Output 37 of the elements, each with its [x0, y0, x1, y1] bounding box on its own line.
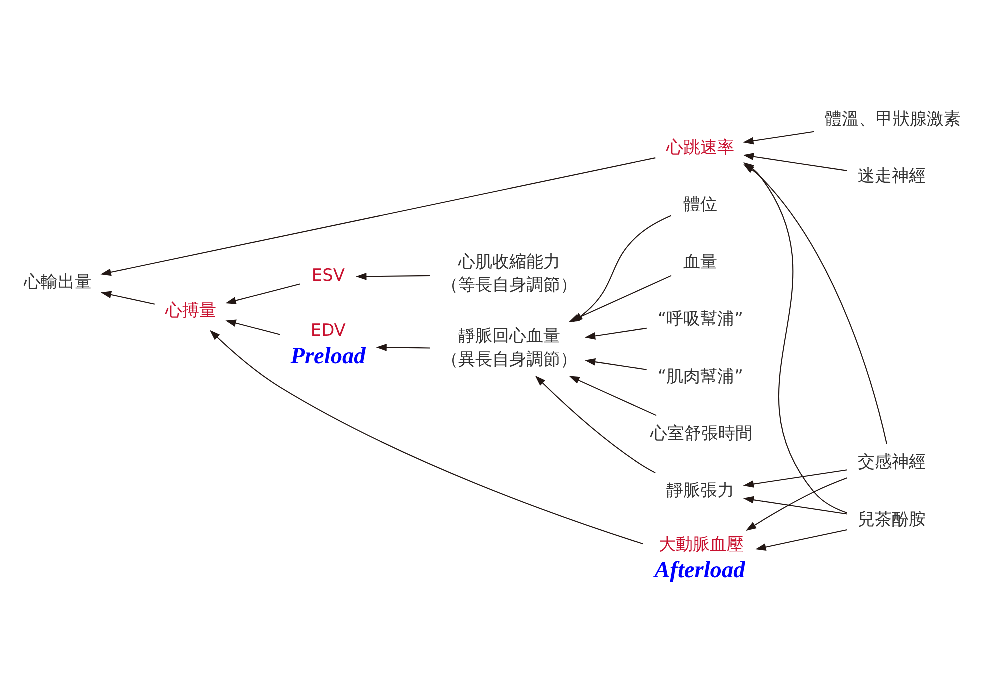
arrow — [743, 152, 848, 171]
node-text: 大動脈血壓 — [658, 534, 744, 554]
arrow — [743, 130, 814, 144]
node-text: 血量 — [683, 250, 718, 271]
arrow — [584, 358, 647, 370]
node-text: 迷走神經 — [858, 165, 926, 186]
node-text: 心跳速率 — [666, 136, 734, 156]
arrow — [569, 376, 657, 416]
arrow — [100, 157, 656, 276]
arrow — [756, 529, 848, 550]
node-text: ESV — [312, 264, 345, 285]
node-label: Preload — [290, 343, 366, 370]
node-text: EDV — [310, 320, 346, 340]
node-text: 體溫、甲狀腺激素 — [825, 108, 962, 128]
node-text: 靜脈張力 — [666, 480, 734, 500]
node-text: “肌肉幫浦” — [658, 365, 744, 386]
arrow — [535, 375, 656, 474]
node-text: 兒茶酚胺 — [858, 508, 926, 528]
node-text: 心輸出量 — [24, 270, 92, 291]
node-text: 心肌收縮能力 （等長自身調節） — [442, 250, 578, 294]
arrow — [210, 330, 644, 544]
node-text: 心室舒張時間 — [650, 422, 752, 442]
arrow — [743, 469, 848, 488]
arrow — [746, 477, 848, 530]
node-text: 體位 — [683, 194, 718, 214]
node-text: 靜脈回心血量 （異長自身調節） — [442, 325, 578, 368]
arrow — [226, 319, 280, 335]
arrow — [356, 272, 430, 280]
arrow — [376, 344, 430, 351]
arrow — [100, 290, 155, 304]
node-label: Afterload — [654, 557, 746, 584]
arrow — [584, 327, 647, 340]
node-text: “呼吸幫浦” — [658, 308, 744, 328]
node-text: 心搏量 — [166, 300, 217, 320]
node-text: 交感神經 — [858, 451, 926, 472]
arrow — [226, 283, 300, 304]
arrow — [743, 496, 848, 514]
